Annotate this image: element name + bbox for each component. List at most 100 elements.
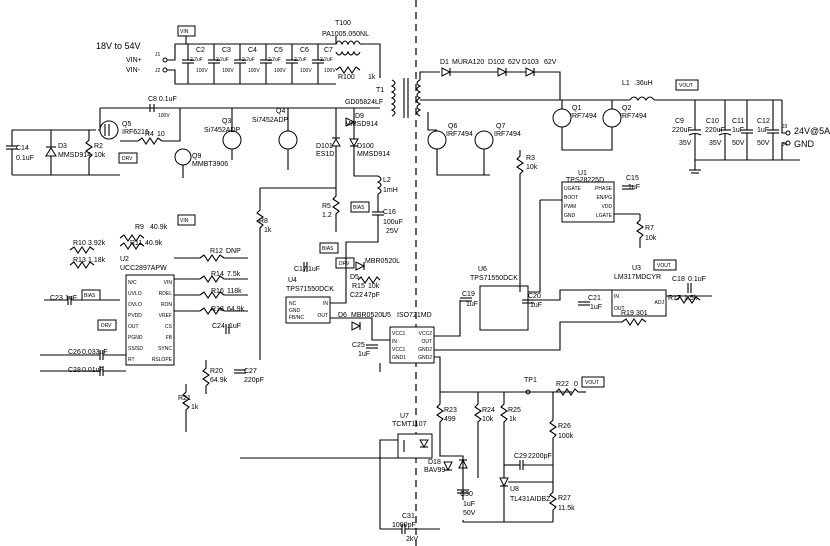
svg-text:R27: R27 — [558, 495, 571, 502]
l1-inductor — [629, 96, 655, 101]
svg-text:BIAS: BIAS — [353, 205, 365, 211]
svg-text:10k: 10k — [482, 416, 494, 423]
svg-text:D5: D5 — [350, 274, 359, 281]
svg-text:ISO721MD: ISO721MD — [397, 312, 432, 319]
svg-text:R5: R5 — [322, 203, 331, 210]
svg-text:D1: D1 — [440, 59, 449, 66]
bias-flag-u4 — [319, 242, 339, 254]
svg-text:UCC2897APW: UCC2897APW — [120, 265, 167, 272]
r16 — [199, 291, 225, 299]
svg-text:1uF: 1uF — [308, 266, 320, 273]
j1-label: J1 — [155, 52, 161, 58]
svg-text:10k: 10k — [645, 235, 657, 242]
svg-text:R21: R21 — [178, 395, 191, 402]
svg-text:BIAS: BIAS — [322, 246, 334, 252]
svg-text:1k: 1k — [191, 404, 199, 411]
svg-text:25V: 25V — [386, 228, 399, 235]
t100-part: PA1005.050NL — [322, 31, 369, 38]
svg-text:C30: C30 — [460, 491, 473, 498]
svg-text:47pF: 47pF — [364, 292, 380, 299]
svg-text:Q1: Q1 — [572, 105, 581, 112]
u5-pin-label: GND1 — [392, 355, 406, 361]
u4-pin-label: FB/NC — [289, 315, 304, 321]
svg-text:R9: R9 — [135, 224, 144, 231]
svg-text:BAV99: BAV99 — [424, 467, 445, 474]
svg-text:IRF7494: IRF7494 — [570, 113, 597, 120]
svg-text:Q6: Q6 — [448, 123, 457, 130]
svg-text:1uF: 1uF — [757, 127, 769, 134]
svg-text:C24: C24 — [212, 323, 225, 330]
j2-label: J2 — [155, 68, 161, 74]
svg-text:C12: C12 — [757, 118, 770, 125]
svg-text:D18: D18 — [428, 459, 441, 466]
r27 — [549, 480, 557, 522]
svg-text:C2: C2 — [196, 47, 205, 54]
svg-text:2.2uF: 2.2uF — [294, 57, 307, 63]
svg-text:MBR0520L: MBR0520L — [365, 258, 400, 265]
svg-text:Q5: Q5 — [122, 121, 131, 128]
svg-text:R100: R100 — [338, 74, 355, 81]
t1-secondary — [416, 79, 422, 117]
svg-text:100V: 100V — [222, 68, 234, 74]
svg-text:U4: U4 — [288, 277, 297, 284]
svg-text:R19: R19 — [621, 310, 634, 317]
svg-text:Si7452ADP: Si7452ADP — [252, 117, 289, 124]
r3 — [516, 150, 524, 180]
svg-text:D3: D3 — [58, 143, 67, 150]
svg-text:U7: U7 — [400, 413, 409, 420]
vout-flag-fb — [581, 376, 605, 388]
svg-text:62V: 62V — [508, 59, 521, 66]
svg-text:R15: R15 — [352, 283, 365, 290]
svg-text:U1: U1 — [578, 170, 587, 177]
svg-text:10k: 10k — [94, 152, 106, 159]
u5-isolator — [389, 326, 435, 364]
svg-text:C10: C10 — [706, 118, 719, 125]
r19 — [621, 318, 647, 326]
svg-text:R4: R4 — [145, 131, 154, 138]
drv-flag-left — [118, 152, 138, 164]
svg-text:C7: C7 — [324, 47, 333, 54]
svg-text:1uF: 1uF — [590, 304, 602, 311]
svg-text:MMSD914: MMSD914 — [345, 121, 378, 128]
u5-pin-label: GND2 — [418, 347, 432, 353]
svg-text:C29: C29 — [514, 453, 527, 460]
d101-diode — [331, 137, 341, 147]
r100 — [335, 66, 361, 74]
u1-pin-label: VDD — [601, 204, 612, 210]
svg-text:1uF: 1uF — [732, 127, 744, 134]
u2-right-pin-label: RSLOPE — [152, 357, 173, 363]
r13 — [69, 261, 95, 269]
svg-text:C3: C3 — [222, 47, 231, 54]
svg-text:R25: R25 — [508, 407, 521, 414]
svg-text:1uF: 1uF — [530, 302, 542, 309]
r14 — [199, 275, 225, 283]
u1-pin-label: GND — [564, 213, 576, 219]
svg-text:.36uH: .36uH — [634, 80, 653, 87]
svg-text:L2: L2 — [383, 177, 391, 184]
r7 — [636, 214, 644, 248]
u4-pin-label: NC — [289, 301, 297, 307]
svg-text:50V: 50V — [463, 510, 476, 517]
l2-inductor — [376, 175, 382, 195]
u2-right-pin-label: VREF — [159, 313, 172, 319]
u3-pin-label: IN — [614, 294, 619, 300]
svg-text:220pF: 220pF — [244, 377, 264, 384]
svg-text:100V: 100V — [248, 68, 260, 74]
svg-text:301: 301 — [636, 310, 648, 317]
r21 — [182, 384, 190, 432]
j4-terminal — [785, 140, 791, 146]
svg-text:1mH: 1mH — [383, 187, 398, 194]
svg-text:Q4: Q4 — [276, 108, 285, 115]
r24 — [474, 392, 482, 478]
r12 — [199, 254, 225, 262]
svg-text:R3: R3 — [526, 155, 535, 162]
svg-text:DNP: DNP — [226, 248, 241, 255]
svg-text:R22: R22 — [556, 381, 569, 388]
u2-left-pin-label: SS/SD — [128, 346, 143, 352]
svg-text:D103: D103 — [522, 59, 539, 66]
r10 — [69, 246, 95, 254]
svg-text:50V: 50V — [732, 140, 745, 147]
